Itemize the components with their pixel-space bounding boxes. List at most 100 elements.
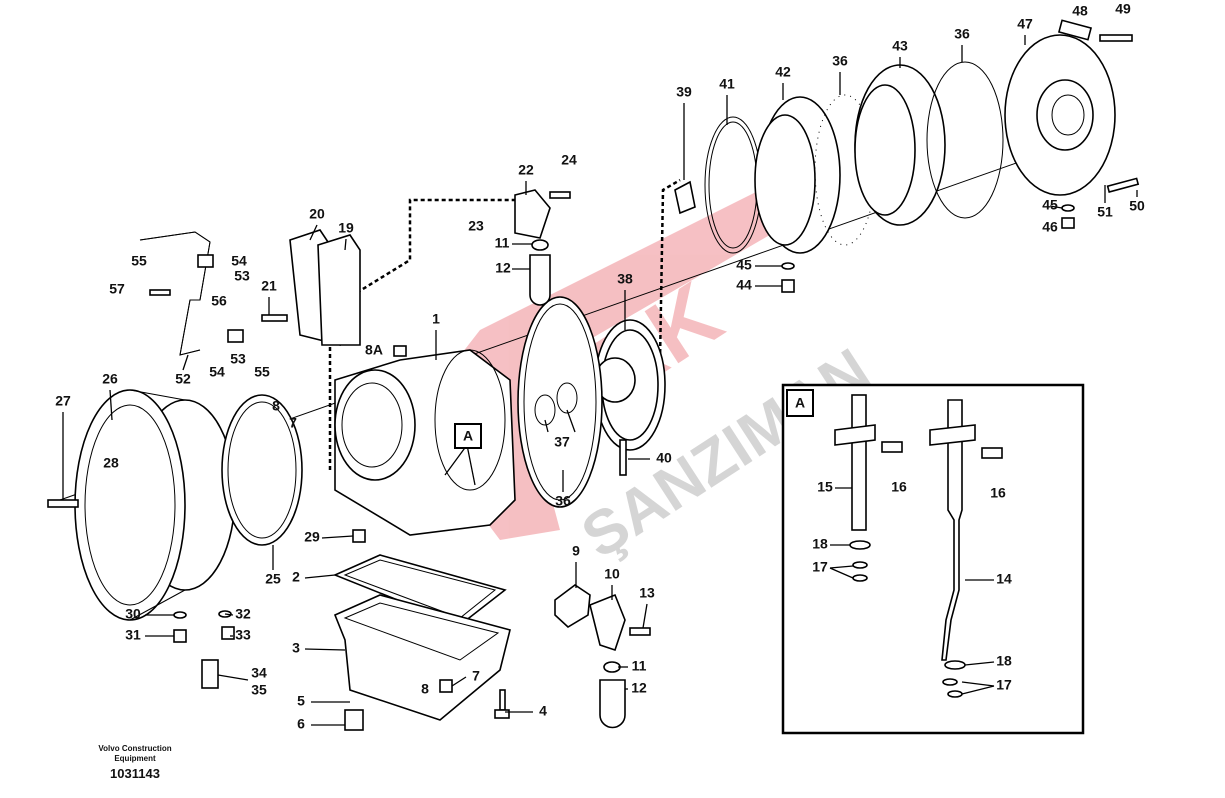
- label-25: 25: [265, 571, 281, 587]
- label-26: 26: [102, 371, 118, 387]
- label-35: 35: [251, 682, 267, 698]
- callout-a-label: A: [463, 428, 473, 444]
- dipstick-tube-15: [851, 394, 867, 531]
- footer-company: Volvo Construction Equipment: [80, 744, 190, 764]
- label-13: 13: [639, 585, 655, 601]
- label-51: 51: [1097, 204, 1113, 220]
- label-50: 50: [1129, 198, 1145, 214]
- label-1: 1: [432, 311, 440, 327]
- label-18: 18: [812, 536, 828, 552]
- detail-a-title: A: [795, 395, 805, 411]
- label-23: 23: [468, 218, 484, 234]
- sensor-34: [201, 659, 219, 689]
- label-24: 24: [561, 152, 577, 168]
- label-54: 54: [231, 253, 247, 269]
- drawing-number: 1031143: [110, 766, 160, 781]
- label-18: 18: [996, 653, 1012, 669]
- dipstick-14: [941, 399, 963, 661]
- leader-lines: [62, 35, 1138, 726]
- filter-12b: [599, 679, 626, 729]
- bolt-49: [1099, 34, 1133, 42]
- label-56: 56: [211, 293, 227, 309]
- label-29: 29: [304, 529, 320, 545]
- label-3: 3: [292, 640, 300, 656]
- label-46: 46: [1042, 219, 1058, 235]
- company-line-2: Equipment: [114, 754, 156, 763]
- label-19: 19: [338, 220, 354, 236]
- label-21: 21: [261, 278, 277, 294]
- label-8a: 8A: [365, 342, 383, 358]
- label-10: 10: [604, 566, 620, 582]
- label-11: 11: [495, 235, 510, 251]
- label-45: 45: [736, 257, 752, 273]
- gasket-36c: [517, 296, 603, 508]
- label-5: 5: [297, 693, 305, 709]
- label-15: 15: [817, 479, 833, 495]
- label-42: 42: [775, 64, 791, 80]
- label-12: 12: [631, 680, 647, 696]
- ring-43: [854, 64, 946, 226]
- cover-22: [514, 189, 551, 239]
- label-22: 22: [518, 162, 534, 178]
- label-36: 36: [555, 493, 571, 509]
- label-45: 45: [1042, 197, 1058, 213]
- label-16: 16: [891, 479, 907, 495]
- transmission-housing-1: [334, 349, 516, 536]
- label-39: 39: [676, 84, 692, 100]
- label-41: 41: [719, 76, 735, 92]
- bearing-42: [754, 96, 841, 254]
- label-27: 27: [55, 393, 71, 409]
- label-17: 17: [996, 677, 1012, 693]
- oil-pan-3: [333, 594, 511, 721]
- label-8: 8: [272, 398, 280, 414]
- label-6: 6: [297, 716, 305, 732]
- label-34: 34: [251, 665, 267, 681]
- filter-12: [529, 254, 551, 306]
- bolt-50: [1106, 177, 1140, 193]
- label-36: 36: [832, 53, 848, 69]
- plug-8A: [393, 345, 407, 357]
- plate-19: [317, 234, 361, 346]
- label-40: 40: [656, 450, 672, 466]
- label-12: 12: [495, 260, 511, 276]
- label-57: 57: [109, 281, 125, 297]
- part-number-labels: 47 48 49 43 36 36 42 41 39 45 46 51 50 4…: [55, 1, 1145, 732]
- label-55: 55: [254, 364, 270, 380]
- label-37: 37: [554, 434, 570, 450]
- label-8: 8: [421, 681, 429, 697]
- label-48: 48: [1072, 3, 1088, 19]
- detail-a-panel: A: [781, 383, 1085, 735]
- label-20: 20: [309, 206, 325, 222]
- label-14: 14: [996, 571, 1012, 587]
- label-54: 54: [209, 364, 225, 380]
- label-7: 7: [289, 415, 297, 431]
- pump-38: [594, 319, 666, 451]
- label-49: 49: [1115, 1, 1131, 17]
- label-2: 2: [292, 569, 300, 585]
- housing-26: [74, 389, 236, 621]
- label-9: 9: [572, 543, 580, 559]
- label-43: 43: [892, 38, 908, 54]
- cover-9: [554, 584, 591, 628]
- label-52: 52: [175, 371, 191, 387]
- label-32: 32: [235, 606, 251, 622]
- cover-47: [1004, 34, 1116, 196]
- bracket-48: [1057, 19, 1093, 41]
- label-47: 47: [1017, 16, 1033, 32]
- label-28: 28: [103, 455, 119, 471]
- callout-a-box: [454, 423, 482, 449]
- label-16: 16: [990, 485, 1006, 501]
- label-11: 11: [632, 658, 647, 674]
- label-38: 38: [617, 271, 633, 287]
- label-4: 4: [539, 703, 547, 719]
- gasket-36b: [926, 61, 1004, 219]
- label-55: 55: [131, 253, 147, 269]
- label-17: 17: [812, 559, 828, 575]
- label-53: 53: [234, 268, 250, 284]
- label-30: 30: [125, 606, 141, 622]
- company-line-1: Volvo Construction: [98, 744, 172, 753]
- label-31: 31: [125, 627, 141, 643]
- label-53: 53: [230, 351, 246, 367]
- bushing-39: [674, 180, 696, 215]
